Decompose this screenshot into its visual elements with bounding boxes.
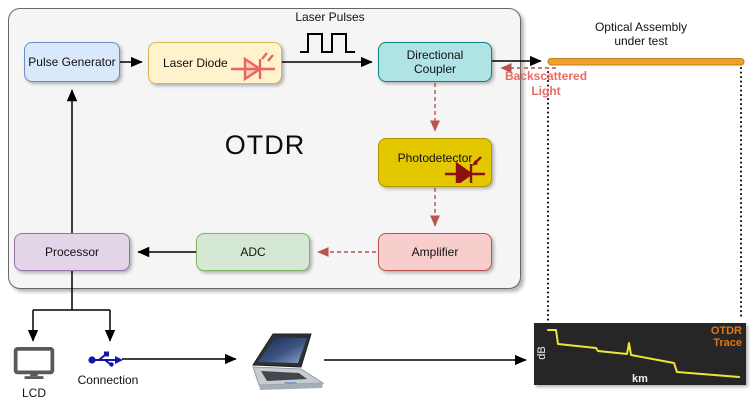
backscattered-light-label: Backscattered Light	[504, 69, 588, 98]
laptop-icon	[252, 333, 325, 390]
trace-projection-dotted-lines	[547, 67, 742, 321]
laser-diode-icon	[231, 52, 275, 81]
backscatter-dashed-wires	[317, 63, 556, 257]
adc-block: ADC	[196, 233, 310, 271]
lcd-display: LCD	[12, 347, 56, 400]
otdr-trace-title: OTDR Trace	[710, 325, 742, 349]
lcd-label: LCD	[21, 386, 46, 400]
trace-x-axis-label: km	[632, 373, 648, 385]
laser-pulses-label: Laser Pulses	[295, 10, 365, 24]
pulse-generator-label: Pulse Generator	[28, 55, 116, 69]
fiber-under-test	[547, 58, 745, 66]
connection-label: Connection	[77, 373, 139, 387]
laser-diode-label: Laser Diode	[163, 56, 228, 70]
optical-assembly-label: Optical Assembly under test	[594, 20, 688, 48]
otdr-trace-plot	[547, 329, 740, 378]
black-wires	[27, 55, 542, 366]
processor-label: Processor	[44, 245, 100, 259]
photodetector-block: Photodetector	[378, 138, 492, 187]
amplifier-block: Amplifier	[378, 233, 492, 271]
otdr-title: OTDR	[224, 130, 306, 160]
laptop	[243, 331, 327, 402]
trace-y-axis-label: dB	[536, 346, 548, 360]
photodetector-icon	[445, 156, 485, 183]
processor-block: Processor	[14, 233, 130, 271]
lcd-monitor-icon	[13, 347, 55, 379]
laser-diode-block: Laser Diode	[148, 42, 282, 84]
usb-connection	[88, 350, 128, 373]
usb-icon	[88, 351, 123, 367]
otdr-trace-panel: OTDR Trace dB km	[534, 323, 746, 385]
directional-coupler-block: Directional Coupler	[378, 42, 492, 82]
amplifier-label: Amplifier	[411, 245, 459, 259]
pulse-generator-block: Pulse Generator	[24, 42, 120, 82]
square-wave-icon	[300, 33, 355, 53]
photodetector-label: Photodetector	[397, 151, 473, 165]
adc-label: ADC	[240, 245, 266, 259]
directional-coupler-label: Directional Coupler	[406, 48, 464, 76]
otdr-trace-line	[547, 329, 740, 378]
